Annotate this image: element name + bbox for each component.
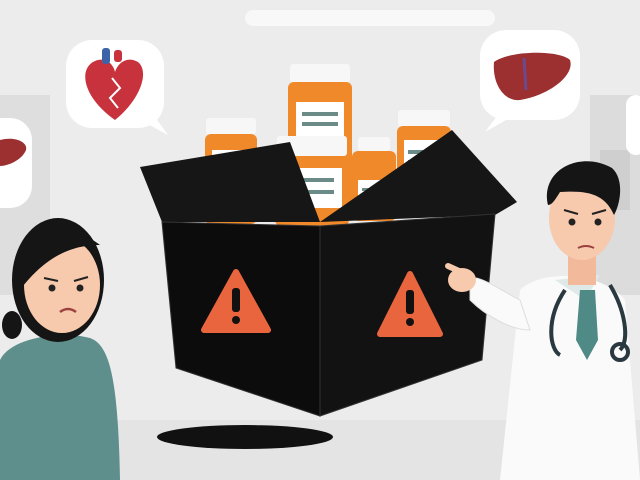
black-box xyxy=(140,130,517,417)
liver-speech-bubble xyxy=(480,30,580,132)
heart-icon xyxy=(85,48,144,120)
box-shadow xyxy=(157,425,333,449)
liver-speech-bubble-partial xyxy=(0,118,32,208)
worried-woman xyxy=(0,218,120,480)
warning-icon xyxy=(377,271,443,337)
liver-icon xyxy=(493,52,571,101)
speech-bubble-partial xyxy=(626,95,640,155)
doctor xyxy=(445,161,640,480)
stethoscope-icon xyxy=(549,283,630,362)
warning-icon xyxy=(201,269,271,333)
heart-speech-bubble xyxy=(66,40,168,135)
